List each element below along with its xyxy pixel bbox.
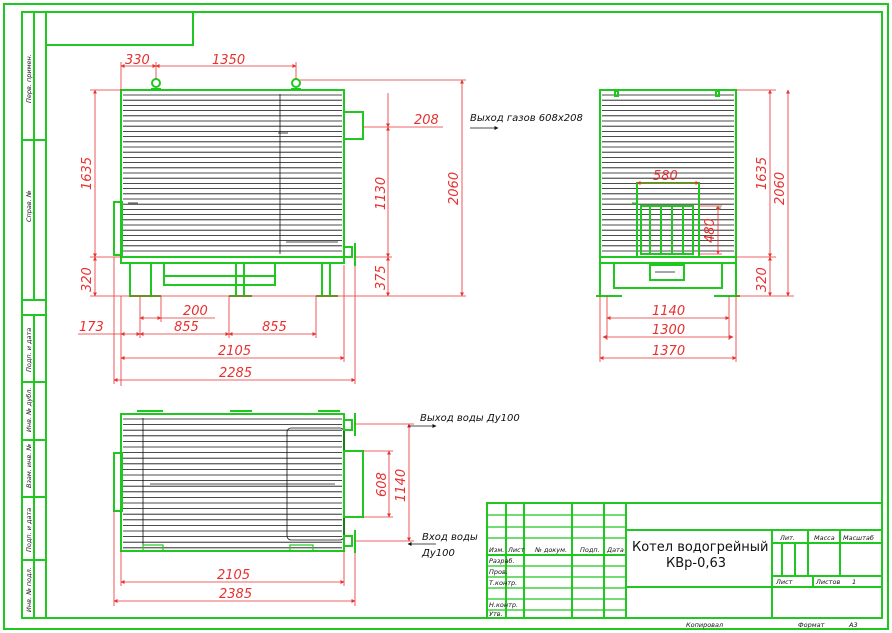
top-view-tubes <box>123 418 342 549</box>
dim-1350: 1350 <box>212 53 245 68</box>
side-view-tubes <box>602 94 734 252</box>
row-tkontr: Т.контр. <box>489 579 517 587</box>
col-podp: Подп. <box>580 546 600 554</box>
top-dimensions: 608 1140 2105 2385 Выход воды Ду100 Вход… <box>113 413 520 606</box>
top-view <box>113 410 364 553</box>
copied-label: Копировал <box>686 621 723 629</box>
dim-1140-side: 1140 <box>652 304 685 319</box>
dim-2105-top: 2105 <box>217 568 250 583</box>
format-value: А3 <box>848 621 858 629</box>
side-label-perv-primen: Перв. примен. <box>25 54 33 103</box>
sheets-label: Листов <box>815 578 840 586</box>
title-block <box>486 502 883 619</box>
dim-173: 173 <box>79 320 104 335</box>
note-water-in-2: Ду100 <box>421 548 455 559</box>
front-view <box>113 78 364 297</box>
side-view <box>596 89 740 297</box>
dim-1635-side: 1635 <box>755 157 770 190</box>
side-label-inv-podl: Инв. № подл. <box>25 567 33 612</box>
dim-480: 480 <box>703 218 718 243</box>
dim-1130: 1130 <box>374 177 389 210</box>
dim-200: 200 <box>183 304 208 319</box>
dim-1370: 1370 <box>652 344 685 359</box>
masshtab-label: Масштаб <box>843 534 874 542</box>
dim-2285: 2285 <box>219 366 252 381</box>
dim-375: 375 <box>374 265 389 290</box>
dim-855-b: 855 <box>262 320 287 335</box>
row-razrab: Разраб. <box>489 557 515 565</box>
dim-1140-top: 1140 <box>394 469 409 502</box>
dim-2060-side: 2060 <box>773 172 788 205</box>
col-izm: Изм. <box>489 546 504 554</box>
col-data: Дата <box>606 546 624 554</box>
side-label-inv-dubl: Инв. № дубл. <box>25 388 33 432</box>
dim-1635: 1635 <box>80 157 95 190</box>
dim-208: 208 <box>414 113 439 128</box>
title-block-text: Изм. Лист № докум. Подп. Дата Разраб. Пр… <box>489 534 874 629</box>
dim-320-side: 320 <box>755 267 770 292</box>
side-label-sprav-no: Справ. № <box>25 190 33 222</box>
side-labels: Перв. примен. Справ. № Подп. и дата Инв.… <box>25 54 33 612</box>
massa-label: Масса <box>814 534 835 542</box>
note-gas-outlet: Выход газов 608х208 <box>470 113 583 124</box>
note-water-out: Выход воды Ду100 <box>420 413 520 424</box>
row-utv: Утв. <box>489 610 503 618</box>
side-label-podp-data-1: Подп. и дата <box>25 328 33 372</box>
dim-855-a: 855 <box>174 320 199 335</box>
lit-label: Лит. <box>779 534 795 542</box>
dim-320: 320 <box>80 267 95 292</box>
side-label-podp-data-2: Подп. и дата <box>25 508 33 552</box>
dim-2060: 2060 <box>447 172 462 205</box>
col-list: Лист <box>507 546 525 554</box>
sheet-frame <box>3 3 889 630</box>
dim-1300: 1300 <box>652 323 685 338</box>
dim-2105-front: 2105 <box>218 344 251 359</box>
row-prov: Пров. <box>489 568 508 576</box>
side-label-vzam-inv: Взам. инв. № <box>25 444 33 488</box>
sheet-label: Лист <box>775 578 793 586</box>
drawing-title-line1: Котел водогрейный <box>632 540 769 555</box>
sheets-value: 1 <box>852 578 856 586</box>
col-doc: № докум. <box>534 546 567 554</box>
front-dimensions: 330 1350 208 1635 1130 2060 320 375 200 <box>78 53 583 386</box>
dim-608: 608 <box>375 472 390 497</box>
front-view-tubes <box>123 94 342 252</box>
side-dimensions: 580 1635 2060 480 320 1140 1300 1370 <box>599 89 794 362</box>
dim-2385: 2385 <box>219 587 252 602</box>
dim-580: 580 <box>653 169 678 184</box>
note-water-in-1: Вход воды <box>422 532 478 543</box>
dim-330: 330 <box>125 53 150 68</box>
drawing-title-line2: КВр-0,63 <box>666 556 726 571</box>
format-label: Формат <box>798 621 825 629</box>
row-nkontr: Н.контр. <box>489 601 518 609</box>
